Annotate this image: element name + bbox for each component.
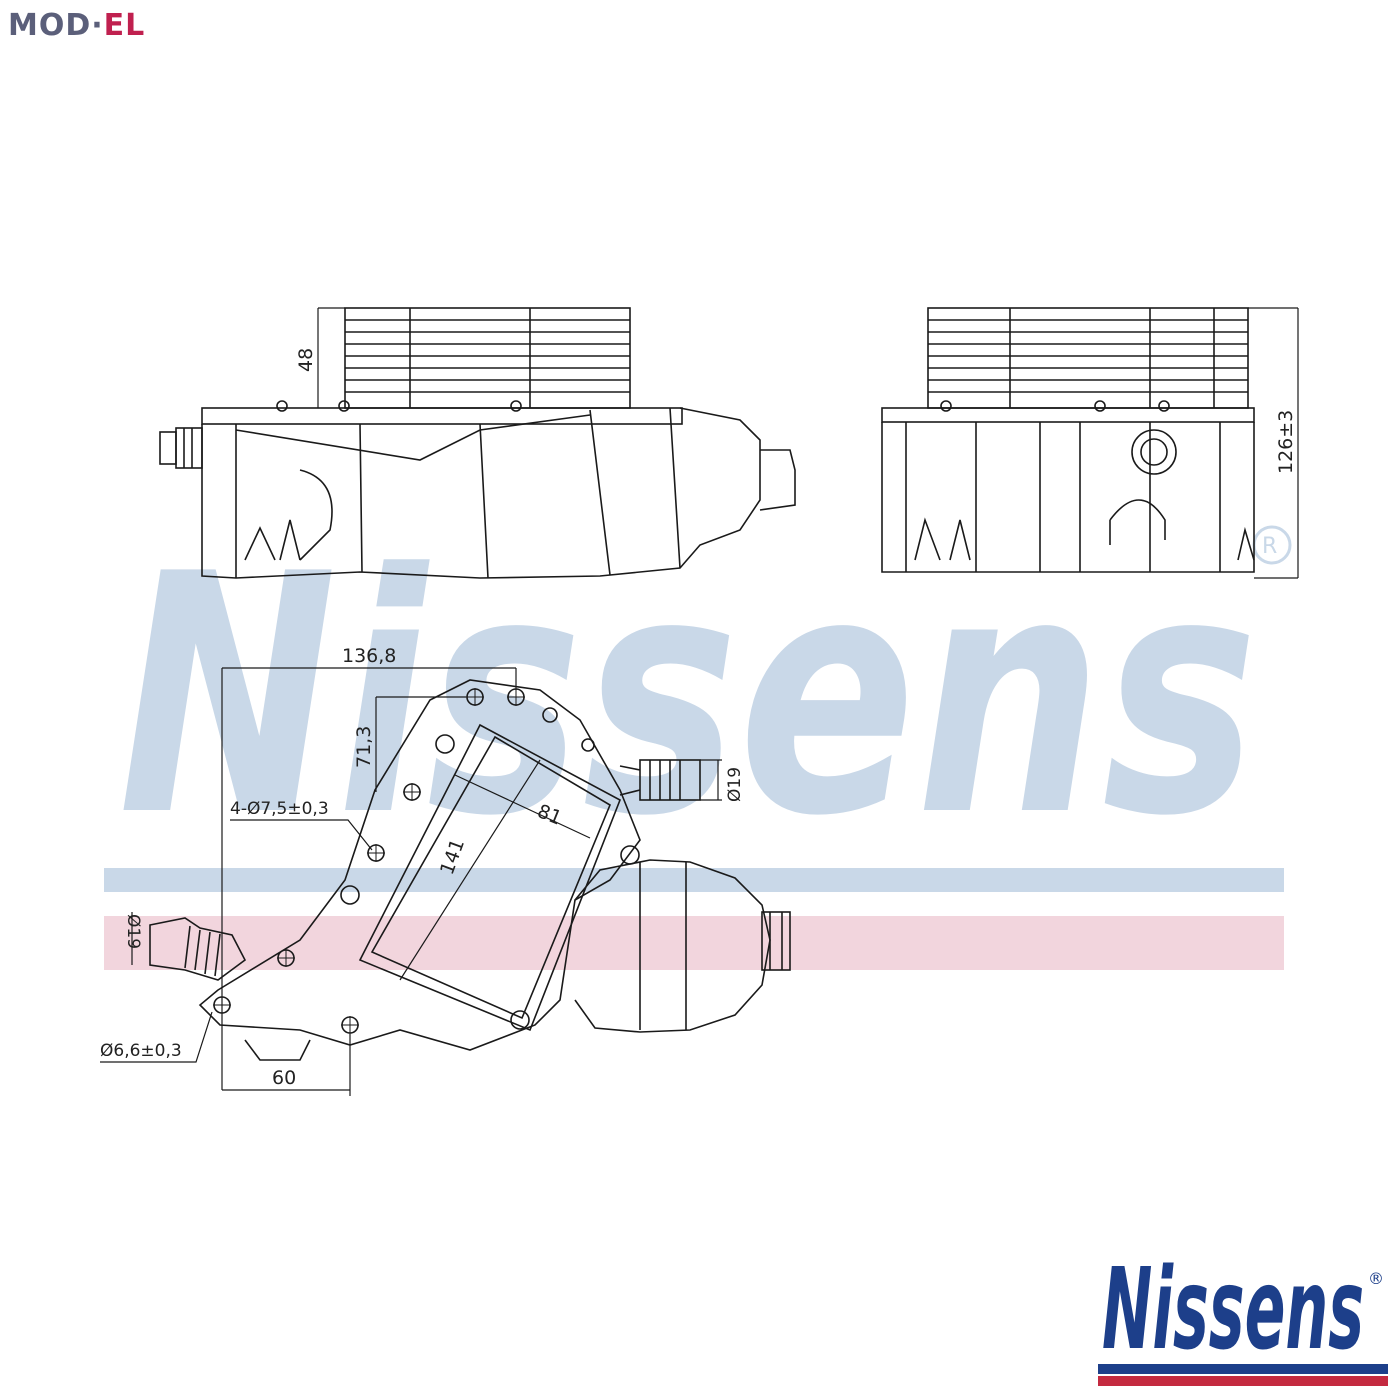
port-bracket-right xyxy=(1109,499,1166,545)
fin-lines-right xyxy=(928,308,1248,408)
port-right-neck xyxy=(619,765,641,796)
base-plate-left xyxy=(201,407,683,425)
leader-holes-spec xyxy=(230,819,373,851)
side-view-right xyxy=(881,307,1299,579)
dim-core-length: 141 xyxy=(436,836,469,878)
port-right-threads xyxy=(649,760,681,800)
watermark-registered-letter: R xyxy=(1262,534,1277,559)
dim-core-width: 81 xyxy=(534,800,565,829)
bolt-hole xyxy=(620,845,640,865)
brand-underline-red xyxy=(1098,1376,1388,1386)
dim-port-right: Ø19 xyxy=(725,767,745,802)
filter-cap-nut xyxy=(761,911,791,971)
filter-cap-left xyxy=(759,449,796,511)
flange-outline xyxy=(198,679,641,1051)
filter-housing-ribs xyxy=(639,862,687,1030)
dim-overall-height: 126±3 xyxy=(1275,410,1297,474)
model-logo-part2: EL xyxy=(103,8,146,43)
dim-line-141 xyxy=(399,759,541,981)
dim-width-top: 136,8 xyxy=(342,645,396,667)
bolt-hole xyxy=(542,707,558,723)
watermark-blue-band xyxy=(104,868,1284,892)
leader-small-hole-spec xyxy=(100,1011,213,1063)
housing-curve-left xyxy=(299,469,333,561)
dim-hole-offset: 71,3 xyxy=(353,726,375,768)
fin-stack-right xyxy=(927,307,1249,409)
connector-tip-left xyxy=(159,431,177,465)
port-left xyxy=(149,917,247,981)
port-left-threads xyxy=(184,925,221,977)
port-ring-right xyxy=(1131,429,1177,475)
bolt-hole xyxy=(435,734,455,754)
base-plate-right xyxy=(881,407,1255,423)
fin-stack-left xyxy=(344,307,631,409)
model-logo: MOD·EL xyxy=(8,6,145,46)
brand-registered-mark: ® xyxy=(1368,1269,1384,1288)
model-logo-dot: · xyxy=(91,8,104,43)
dim-fin-height: 48 xyxy=(295,348,317,372)
model-logo-part1: MOD xyxy=(8,8,92,43)
dim-holes-spec: 4-Ø7,5±0,3 xyxy=(230,799,329,819)
housing-body-right xyxy=(881,422,1255,573)
dim-line-81 xyxy=(454,774,591,839)
mount-tabs-left xyxy=(244,519,301,561)
side-view-left xyxy=(159,307,796,579)
housing-ribs-left xyxy=(235,407,681,579)
dim-bottom-width: 60 xyxy=(272,1067,296,1089)
top-view xyxy=(100,667,791,1096)
watermark-pink-band xyxy=(104,916,1284,970)
fin-lines-left xyxy=(345,308,630,408)
dimension-labels: 48 126±3 136,8 71,3 4-Ø7,5±0,3 141 81 Ø1… xyxy=(100,348,1297,1089)
housing-ribs-right xyxy=(905,422,1221,572)
dim-small-hole-spec: Ø6,6±0,3 xyxy=(100,1041,182,1061)
connector-left xyxy=(175,427,203,469)
cooler-core-inner xyxy=(370,735,612,1020)
bolt-hole xyxy=(581,738,595,752)
filter-housing xyxy=(574,859,771,1033)
watermark-text: Nissens xyxy=(118,504,1258,888)
brand-logo-text: Nissens xyxy=(1102,1245,1364,1375)
cooler-core xyxy=(358,723,622,1032)
filter-cap-nut-lines xyxy=(769,912,783,970)
nissens-brand-logo: Nissens ® xyxy=(1098,1245,1388,1386)
brand-underline-blue xyxy=(1098,1364,1388,1374)
dim-port-left: Ø19 xyxy=(123,914,143,949)
housing-edge-left xyxy=(235,414,591,461)
bottom-bracket xyxy=(244,1039,311,1061)
mount-tabs-right xyxy=(914,517,1255,561)
bolt-hole xyxy=(510,1010,530,1030)
bolt-hole xyxy=(340,885,360,905)
